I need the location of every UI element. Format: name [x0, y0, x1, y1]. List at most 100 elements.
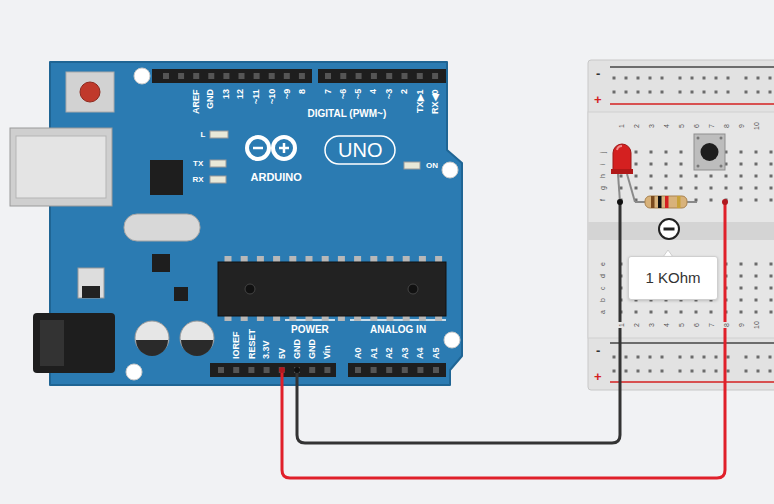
pushbutton [694, 134, 725, 170]
breadboard-hole [650, 187, 653, 190]
column-number: 1 [618, 322, 625, 328]
board-components [78, 160, 214, 356]
breadboard-hole [635, 311, 638, 314]
resistor-symbol [665, 196, 669, 208]
breadboard-hole [740, 287, 743, 290]
breadboard-hole [745, 370, 748, 373]
column-number: 1 [618, 123, 625, 129]
breadboard-hole [727, 370, 730, 373]
led-label: ON [426, 162, 438, 170]
header-pin [371, 367, 377, 373]
header-pin [248, 367, 254, 373]
breadboard-hole [757, 91, 760, 94]
board-components [136, 340, 168, 356]
usb-connector [10, 128, 112, 206]
breadboard-hole [755, 263, 758, 266]
row-letter: f [599, 198, 606, 202]
chip-pin [403, 256, 410, 262]
column-number: 8 [723, 123, 730, 129]
pin-label: GND [206, 89, 215, 109]
header-pin [340, 73, 346, 79]
column-number: 3 [648, 123, 655, 129]
header-pin [356, 73, 362, 79]
rail-sign: - [596, 344, 600, 357]
chip-pin [306, 256, 313, 262]
breadboard-hole [755, 151, 758, 154]
breadboard-hole [703, 77, 706, 80]
chip-pin [225, 256, 232, 262]
power-jack [40, 320, 64, 366]
pin-label: ~6 [339, 89, 348, 99]
breadboard-hole [710, 187, 713, 190]
breadboard-hole [665, 311, 668, 314]
row-letter: i [599, 162, 606, 166]
breadboard-hole [661, 356, 664, 359]
led [617, 146, 622, 150]
breadboard-hole [637, 91, 640, 94]
pin-label: 12 [236, 89, 245, 99]
row-letter: j [599, 150, 606, 154]
pin-label: Vin [323, 345, 332, 359]
header-title: ANALOG IN [370, 325, 426, 335]
breadboard-hole [649, 370, 652, 373]
breadboard-hole [770, 275, 773, 278]
reset-button [66, 72, 114, 112]
led-label: RX [193, 176, 204, 184]
breadboard-hole [727, 77, 730, 80]
breadboard-hole [635, 163, 638, 166]
board-components [174, 287, 188, 301]
breadboard-hole [757, 356, 760, 359]
breadboard-hole [649, 77, 652, 80]
header-pin [233, 367, 239, 373]
breadboard-hole [727, 356, 730, 359]
breadboard-hole [691, 91, 694, 94]
header-pin [402, 367, 408, 373]
breadboard-hole [650, 311, 653, 314]
column-number: 9 [738, 322, 745, 328]
header-pin [355, 367, 361, 373]
breadboard-hole [755, 275, 758, 278]
resistor-symbol [658, 196, 662, 208]
header-pin [299, 73, 305, 79]
pushbutton [697, 137, 700, 140]
arduino-logo [283, 143, 286, 153]
column-number: 2 [633, 322, 640, 328]
header-pin [386, 367, 392, 373]
value-text: 1 KOhm [645, 269, 700, 287]
header-pin [432, 73, 438, 79]
header-pin [163, 73, 169, 79]
pin-label: IOREF [232, 331, 241, 359]
header-pin [402, 73, 408, 79]
resistor-symbol [677, 196, 681, 208]
arduino-logo [273, 137, 295, 159]
breadboard-hole [625, 77, 628, 80]
pushbutton [697, 165, 700, 168]
arduino-board [444, 332, 460, 348]
column-number: 3 [648, 322, 655, 328]
header-pin [433, 367, 439, 373]
header-pin [279, 367, 285, 373]
pin-label: A2 [385, 347, 394, 359]
wire [279, 367, 285, 373]
header-pin [417, 367, 423, 373]
breadboard-hole [665, 163, 668, 166]
breadboard-hole [620, 175, 623, 178]
column-number: 7 [708, 322, 715, 328]
breadboard-hole [755, 187, 758, 190]
breadboard-hole [745, 91, 748, 94]
pin-label: 2 [400, 89, 409, 94]
header-title: DIGITAL (PWM~) [308, 109, 387, 119]
chip-pin [387, 256, 394, 262]
breadboard-hole [769, 370, 772, 373]
chip-pin [370, 256, 377, 262]
breadboard-hole [715, 77, 718, 80]
resistor-symbol [635, 196, 697, 208]
breadboard-hole [695, 175, 698, 178]
breadboard-hole [755, 287, 758, 290]
pin-label: RX◀0 [431, 89, 440, 114]
breadboard-hole [680, 151, 683, 154]
arduino-logo [325, 136, 395, 164]
pin-label: ~5 [354, 89, 363, 99]
reset-button [66, 72, 114, 112]
